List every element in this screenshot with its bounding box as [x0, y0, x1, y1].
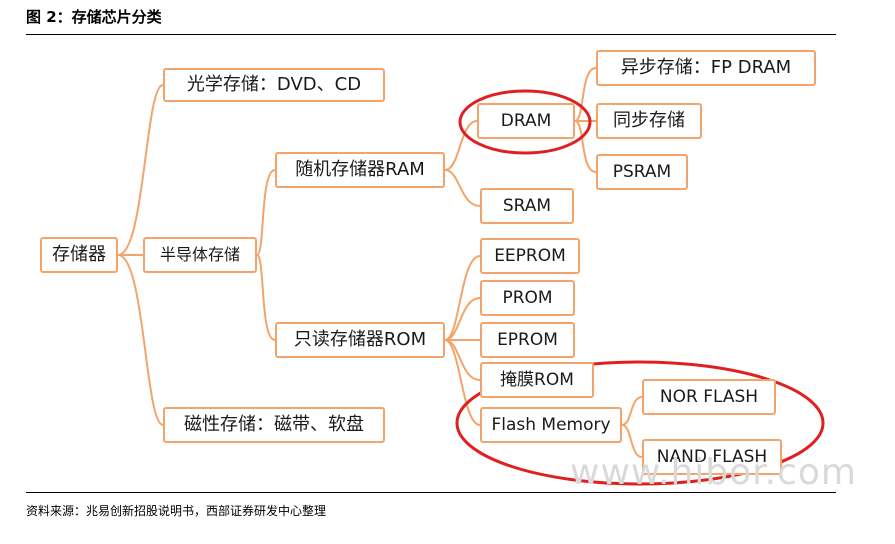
link-semi-rom [256, 254, 276, 341]
link-rom-mask [444, 339, 481, 381]
node-dram: DRAM [477, 103, 575, 139]
node-psram: PSRAM [596, 154, 688, 190]
node-magnetic-storage: 磁性存储：磁带、软盘 [163, 407, 385, 443]
watermark: www.hibor.com [570, 452, 857, 493]
link-ram-sram [444, 169, 481, 207]
link-storage-optical [117, 84, 164, 256]
figure-title: 图 2：存储芯片分类 [26, 8, 162, 26]
node-optical-storage: 光学存储：DVD、CD [163, 68, 385, 102]
link-storage-magnetic [117, 254, 164, 426]
node-prom: PROM [480, 280, 575, 316]
highlight-ring-flash [455, 360, 825, 486]
source-note: 资料来源：兆易创新招股说明书，西部证券研发中心整理 [26, 504, 327, 518]
top-rule [26, 34, 836, 35]
link-rom-eeprom [444, 255, 481, 341]
node-sync-storage: 同步存储 [596, 103, 702, 139]
node-async-storage: 异步存储：FP DRAM [596, 50, 816, 86]
link-semi-ram [256, 169, 276, 256]
node-mask-rom: 掩膜ROM [480, 362, 594, 398]
node-nand-flash: NAND FLASH [642, 439, 782, 475]
node-eprom: EPROM [480, 322, 575, 358]
link-rom-prom [444, 297, 481, 341]
highlight-ring-dram [458, 89, 592, 155]
link-flash-nor [621, 396, 643, 426]
node-eeprom: EEPROM [480, 238, 580, 274]
node-ram: 随机存储器RAM [275, 152, 445, 188]
link-dram-psram [574, 120, 597, 173]
link-flash-nand [621, 424, 643, 458]
link-rom-flash [444, 339, 481, 426]
bottom-rule [26, 492, 836, 493]
node-nor-flash: NOR FLASH [642, 379, 776, 415]
node-flash-memory: Flash Memory [480, 407, 622, 443]
link-dram-async [574, 67, 597, 122]
node-semiconductor-storage: 半导体存储 [143, 237, 257, 273]
node-rom: 只读存储器ROM [275, 322, 445, 358]
node-storage: 存储器 [40, 237, 118, 273]
link-ram-dram [444, 120, 478, 171]
node-sram: SRAM [480, 188, 574, 224]
